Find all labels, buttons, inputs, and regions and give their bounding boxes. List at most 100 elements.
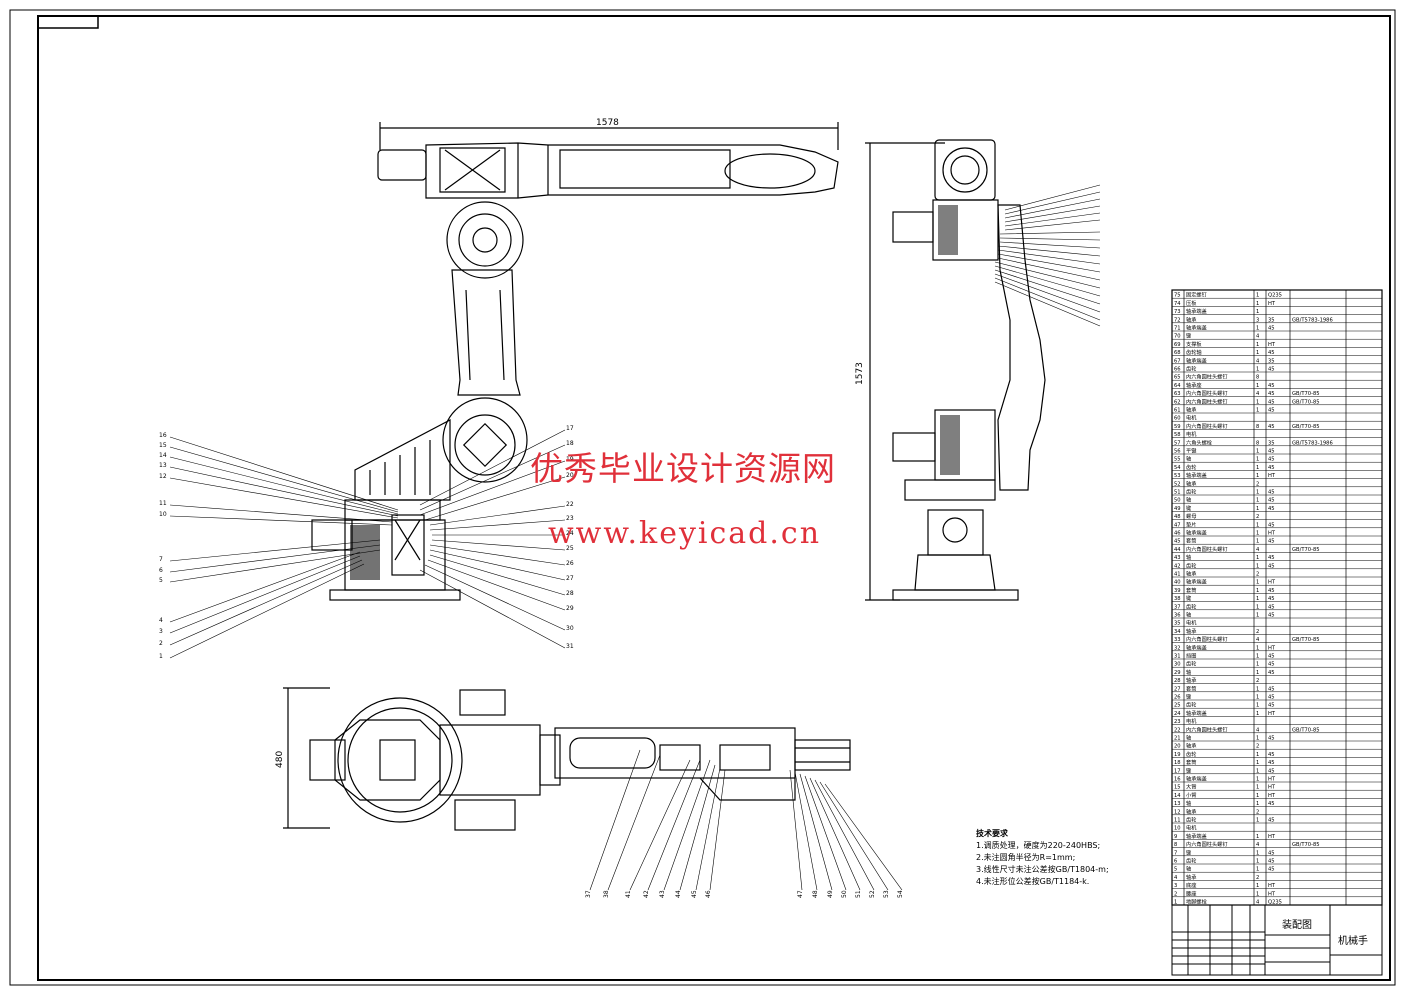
svg-text:17: 17 [566, 425, 574, 432]
bom-cell-no: 42 [1174, 563, 1181, 569]
bom-cell-name: 套筒 [1186, 537, 1196, 545]
svg-text:25: 25 [566, 545, 574, 552]
bom-cell-no: 74 [1174, 301, 1181, 307]
bom-cell-material: HT [1268, 883, 1276, 889]
bom-cell-qty: 8 [1256, 440, 1259, 446]
side-motor-top [892, 211, 934, 243]
bom-cell-material: HT [1268, 793, 1276, 799]
bom-cell-material: 45 [1268, 654, 1275, 660]
svg-text:27: 27 [566, 575, 574, 582]
bom-cell-material: 45 [1268, 465, 1275, 471]
bom-cell-name: 轴承 [1186, 873, 1197, 881]
bom-cell-name: 键 [1186, 848, 1191, 856]
tech-req-item: 1.调质处理，硬度为220-240HBS; [976, 841, 1101, 850]
bom-cell-no: 5 [1174, 867, 1177, 873]
bom-cell-no: 46 [1174, 531, 1181, 537]
watermark-chinese: 优秀毕业设计资源网 [530, 449, 836, 488]
bom-cell-no: 65 [1174, 375, 1181, 381]
bom-cell-qty: 1 [1256, 613, 1259, 619]
elbow-joint-outer [446, 201, 524, 279]
bom-cell-qty: 2 [1256, 678, 1259, 684]
bom-cell-no: 49 [1174, 506, 1181, 512]
bom-cell-qty: 2 [1256, 514, 1259, 520]
bom-cell-material: HT [1268, 711, 1276, 717]
svg-text:44: 44 [675, 890, 682, 898]
bom-cell-no: 31 [1174, 654, 1181, 660]
outer-frame [9, 9, 1396, 986]
bom-cell-no: 61 [1174, 408, 1181, 414]
bom-cell-name: 轴承端盖 [1186, 832, 1207, 840]
inner-frame [37, 15, 1391, 981]
bom-cell-no: 63 [1174, 391, 1181, 397]
bom-cell-name: 内六角圆柱头螺钉 [1186, 840, 1228, 848]
bom-cell-name: 齿轮 [1186, 488, 1196, 496]
bom-cell-no: 73 [1174, 309, 1181, 315]
bom-cell-name: 齿轮 [1186, 750, 1196, 758]
bom-cell-name: 螺母 [1186, 512, 1196, 520]
bom-cell-no: 13 [1174, 801, 1181, 807]
bom-cell-name: 轴承 [1186, 315, 1197, 323]
svg-text:53: 53 [883, 890, 890, 898]
bom-cell-no: 32 [1174, 645, 1181, 651]
bom-cell-qty: 2 [1256, 481, 1259, 487]
bom-cell-name: 大臂 [1186, 783, 1196, 791]
bom-cell-name: 键 [1186, 693, 1191, 701]
bom-cell-material: 45 [1268, 686, 1275, 692]
bom-cell-name: 电机 [1186, 619, 1197, 627]
bom-cell-material: 45 [1268, 859, 1275, 865]
watermark-url: www.keyicad.cn [548, 516, 822, 551]
bom-cell-qty: 4 [1256, 391, 1260, 397]
bom-cell-qty: 1 [1256, 506, 1259, 512]
bom-cell-name: 电机 [1186, 824, 1197, 832]
bom-cell-qty: 1 [1256, 736, 1259, 742]
bom-cell-qty: 4 [1256, 547, 1260, 553]
side-leaders [994, 184, 1101, 327]
svg-text:1: 1 [159, 653, 163, 660]
bom-cell-qty: 2 [1256, 875, 1259, 881]
bom-cell-qty: 4 [1256, 900, 1260, 906]
bom-cell-material: 45 [1268, 604, 1275, 610]
bom-cell-name: 内六角圆柱头螺钉 [1186, 422, 1228, 430]
bom-cell-name: 齿轮轴 [1186, 348, 1202, 356]
svg-text:20: 20 [566, 472, 574, 479]
bom-cell-qty: 4 [1256, 334, 1260, 340]
svg-text:45: 45 [691, 890, 698, 898]
bom-cell-material: 45 [1268, 563, 1275, 569]
bom-cell-material: 45 [1268, 506, 1275, 512]
bom-cell-qty: 1 [1256, 818, 1259, 824]
bom-cell-qty: 1 [1256, 326, 1259, 332]
bom-cell-qty: 4 [1256, 842, 1260, 848]
bom-cell-standard: GB/T70-85 [1292, 547, 1320, 553]
svg-text:48: 48 [812, 890, 819, 898]
top-shoulder [439, 724, 541, 796]
front-leaders-right [419, 429, 566, 649]
bom-cell-material: 45 [1268, 703, 1275, 709]
bom-cell-no: 33 [1174, 637, 1181, 643]
bom-cell-material: 45 [1268, 588, 1275, 594]
bom-cell-no: 6 [1174, 859, 1177, 865]
dim-side-height: 1573 [855, 362, 865, 385]
bom-cell-qty: 8 [1256, 375, 1259, 381]
side-base-plate [892, 589, 1019, 601]
bom-cell-qty: 1 [1256, 457, 1259, 463]
bom-cell-qty: 1 [1256, 301, 1259, 307]
bom-cell-material: HT [1268, 645, 1276, 651]
svg-text:12: 12 [159, 473, 167, 480]
bom-cell-no: 70 [1174, 334, 1181, 340]
bom-cell-no: 11 [1174, 818, 1181, 824]
svg-text:10: 10 [159, 511, 167, 518]
bom-cell-name: 内六角圆柱头螺钉 [1186, 635, 1228, 643]
base-motor [311, 519, 353, 551]
top-leaders [589, 749, 903, 891]
bom-cell-no: 59 [1174, 424, 1181, 430]
bom-cell-material: 45 [1268, 539, 1275, 545]
bom-cell-standard: GB/T70-85 [1292, 424, 1320, 430]
drawing-name: 装配图 [1282, 918, 1312, 931]
bom-cell-name: 齿轮 [1186, 660, 1196, 668]
bom-cell-no: 68 [1174, 350, 1181, 356]
bom-cell-no: 29 [1174, 670, 1181, 676]
bom-cell-no: 20 [1174, 744, 1181, 750]
svg-text:19: 19 [566, 456, 574, 463]
bom-cell-name: 内六角圆柱头螺钉 [1186, 389, 1228, 397]
